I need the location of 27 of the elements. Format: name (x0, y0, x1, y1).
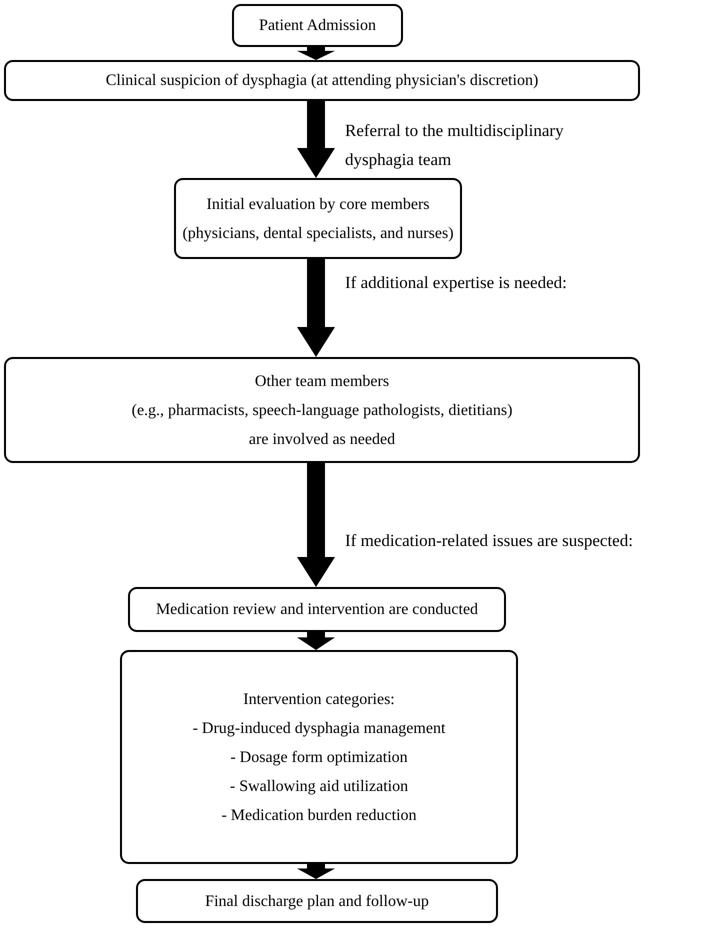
arrow (297, 463, 335, 587)
box-text: Patient Admission (259, 16, 376, 36)
box-text: (e.g., pharmacists, speech-language pathologists, dietitians) (132, 400, 512, 420)
box-text: - Swallowing aid utilization (230, 776, 408, 796)
box-text: Intervention categories: (243, 690, 395, 710)
process-box (174, 178, 462, 259)
box-text: - Drug-induced dysphagia management (192, 718, 446, 738)
box-text: Other team members (254, 372, 390, 392)
arrow (297, 632, 335, 650)
box-text: Clinical suspicion of dysphagia (at attending physician's discretion) (106, 71, 538, 91)
process-box (4, 357, 640, 463)
arrow (297, 101, 335, 178)
process-box (128, 587, 506, 632)
box-text: Medication review and intervention are conducted (156, 600, 478, 620)
process-box (232, 4, 403, 47)
box-text: Final discharge plan and follow-up (205, 892, 429, 912)
arrow (297, 259, 335, 357)
box-text: (physicians, dental specialists, and nurses) (182, 224, 454, 244)
process-box (4, 60, 640, 101)
box-text: - Dosage form optimization (230, 748, 408, 768)
box-text: are involved as needed (248, 430, 396, 450)
arrow (297, 864, 335, 879)
box-text: Initial evaluation by core members (206, 194, 430, 214)
arrow (297, 47, 335, 60)
box-text: - Medication burden reduction (221, 806, 417, 826)
process-box (136, 879, 498, 923)
process-box (120, 650, 518, 864)
